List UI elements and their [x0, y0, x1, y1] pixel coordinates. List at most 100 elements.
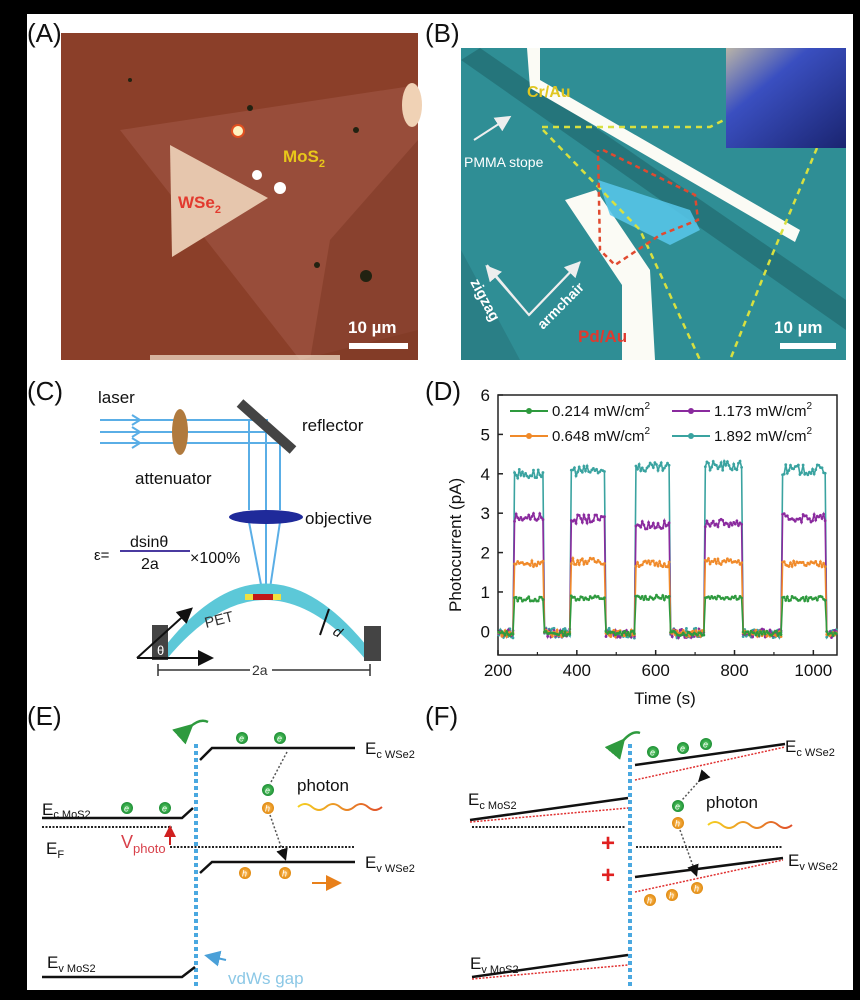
- data-point: [568, 632, 572, 636]
- data-point: [806, 473, 810, 477]
- data-point: [792, 467, 796, 471]
- data-point: [785, 514, 789, 518]
- pet-label: PET: [203, 608, 235, 632]
- data-point: [782, 512, 786, 516]
- data-point: [768, 628, 772, 632]
- data-point: [562, 634, 565, 638]
- svg-text:e: e: [265, 786, 270, 796]
- data-point: [573, 518, 576, 522]
- plus-charge-2: +: [601, 862, 615, 889]
- data-point: [770, 634, 773, 637]
- data-point: [759, 630, 762, 634]
- data-point: [639, 525, 643, 529]
- data-point: [708, 562, 712, 566]
- panel-b: (B) Cr/Au PMMA stope zigzag armchair Pd/…: [425, 18, 846, 361]
- svg-text:dsinθ: dsinθ: [130, 534, 168, 551]
- data-point: [576, 559, 580, 562]
- data-point: [666, 461, 669, 465]
- data-point: [550, 635, 554, 638]
- scale-bar-a: [349, 343, 408, 349]
- y-tick-label: 4: [481, 465, 490, 484]
- data-point: [538, 473, 542, 477]
- ev-mos2-label-f: Ev MoS2: [470, 954, 519, 976]
- data-point: [596, 595, 600, 598]
- data-point: [789, 561, 792, 565]
- data-point: [666, 565, 669, 569]
- svg-text:0.214 mW/cm2: 0.214 mW/cm2: [552, 401, 651, 420]
- data-point: [637, 463, 641, 466]
- data-point: [607, 626, 611, 630]
- data-point: [762, 630, 766, 633]
- data-point: [722, 460, 726, 463]
- data-point: [579, 516, 583, 520]
- data-point: [714, 522, 718, 526]
- data-point: [785, 595, 789, 599]
- data-point: [710, 521, 714, 525]
- data-point: [748, 633, 751, 637]
- data-point: [754, 633, 758, 637]
- data-point: [530, 515, 534, 518]
- data-point: [535, 564, 539, 568]
- data-point: [737, 461, 740, 465]
- data-point: [664, 464, 668, 468]
- y-tick-label: 1: [481, 583, 490, 602]
- hole-icon: h: [239, 867, 251, 879]
- ec-wse2-label: Ec WSe2: [365, 739, 415, 761]
- data-point: [666, 523, 669, 527]
- legend-item: 0.214 mW/cm2: [510, 401, 651, 420]
- panel-e-label: (E): [27, 701, 62, 731]
- data-point: [580, 595, 584, 599]
- data-point: [574, 563, 578, 566]
- data-point: [658, 464, 662, 468]
- data-point: [754, 628, 758, 632]
- data-point: [541, 518, 545, 521]
- ev-wse2-label: Ev WSe2: [365, 853, 415, 875]
- data-point: [514, 595, 518, 599]
- data-point: [721, 518, 725, 522]
- inset-photo: [726, 48, 846, 148]
- svg-text:2a: 2a: [141, 556, 159, 573]
- data-point: [735, 560, 739, 564]
- cr-au-electrode: [527, 48, 800, 242]
- data-point: [798, 517, 802, 520]
- data-point: [834, 632, 838, 635]
- data-point: [644, 559, 647, 563]
- data-point: [651, 521, 655, 525]
- data-point: [640, 520, 644, 523]
- data-point: [703, 465, 707, 469]
- data-point: [505, 630, 509, 633]
- data-point: [587, 598, 591, 602]
- data-point: [528, 564, 532, 567]
- data-point: [738, 459, 742, 463]
- data-point: [591, 467, 595, 470]
- data-point: [661, 469, 665, 472]
- data-point: [625, 633, 628, 637]
- data-point: [746, 630, 750, 634]
- data-point: [804, 514, 808, 518]
- data-point: [521, 561, 524, 564]
- data-point: [587, 559, 591, 563]
- data-point: [618, 630, 622, 634]
- panel-f: (F) + + Ec MoS2 Ec WSe2 Ev WSe2 Ev MoS2 …: [425, 701, 838, 986]
- data-point: [726, 557, 729, 561]
- data-point: [560, 629, 564, 633]
- electron-icon: e: [672, 800, 684, 812]
- data-point: [651, 466, 655, 470]
- legend-item: 1.173 mW/cm2: [672, 401, 813, 420]
- data-point: [514, 512, 518, 516]
- data-point: [714, 463, 718, 467]
- panel-c: (C) laser reflector attenuator objective…: [27, 376, 381, 678]
- data-point: [519, 596, 523, 600]
- data-point: [790, 564, 794, 568]
- data-point: [536, 517, 540, 521]
- data-point: [577, 465, 581, 469]
- data-point: [536, 560, 540, 564]
- data-point: [527, 513, 531, 517]
- data-point: [785, 471, 789, 475]
- data-point: [714, 597, 718, 601]
- data-point: [751, 635, 755, 639]
- data-point: [735, 468, 739, 472]
- data-point: [808, 517, 811, 521]
- panel-f-label: (F): [425, 701, 458, 731]
- data-point: [740, 561, 744, 565]
